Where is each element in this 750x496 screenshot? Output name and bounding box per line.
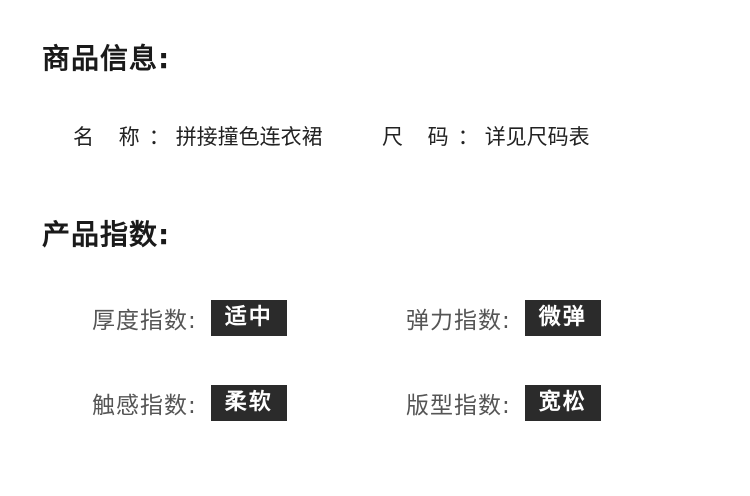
product-size-colon: ： — [457, 125, 479, 149]
elasticity-index-badge: 微弹 — [524, 300, 601, 336]
product-name-value: 拼接撞色连衣裙 — [175, 125, 323, 149]
product-name-colon: ： — [148, 125, 170, 149]
product-size-row: 尺 码 ： 详见尺码表 — [382, 121, 590, 151]
product-name-label: 名 称 — [73, 125, 149, 149]
product-size-value: 详见尺码表 — [484, 125, 590, 149]
thickness-index-badge: 适中 — [210, 300, 287, 336]
touch-index-badge: 柔软 — [210, 385, 287, 421]
product-size-label: 尺 码 — [382, 125, 458, 149]
thickness-index-label: 厚度指数: — [92, 308, 197, 334]
elasticity-index-label: 弹力指数: — [406, 308, 511, 334]
touch-index-row: 触感指数: 柔软 — [92, 385, 287, 421]
fit-index-label: 版型指数: — [406, 393, 511, 419]
product-index-heading: 产品指数: — [42, 218, 171, 251]
elasticity-index-row: 弹力指数: 微弹 — [406, 300, 601, 336]
thickness-index-row: 厚度指数: 适中 — [92, 300, 287, 336]
touch-index-label: 触感指数: — [92, 393, 197, 419]
fit-index-row: 版型指数: 宽松 — [406, 385, 601, 421]
product-name-row: 名 称 ： 拼接撞色连衣裙 — [73, 121, 323, 151]
fit-index-badge: 宽松 — [524, 385, 601, 421]
product-info-heading: 商品信息: — [42, 42, 171, 75]
